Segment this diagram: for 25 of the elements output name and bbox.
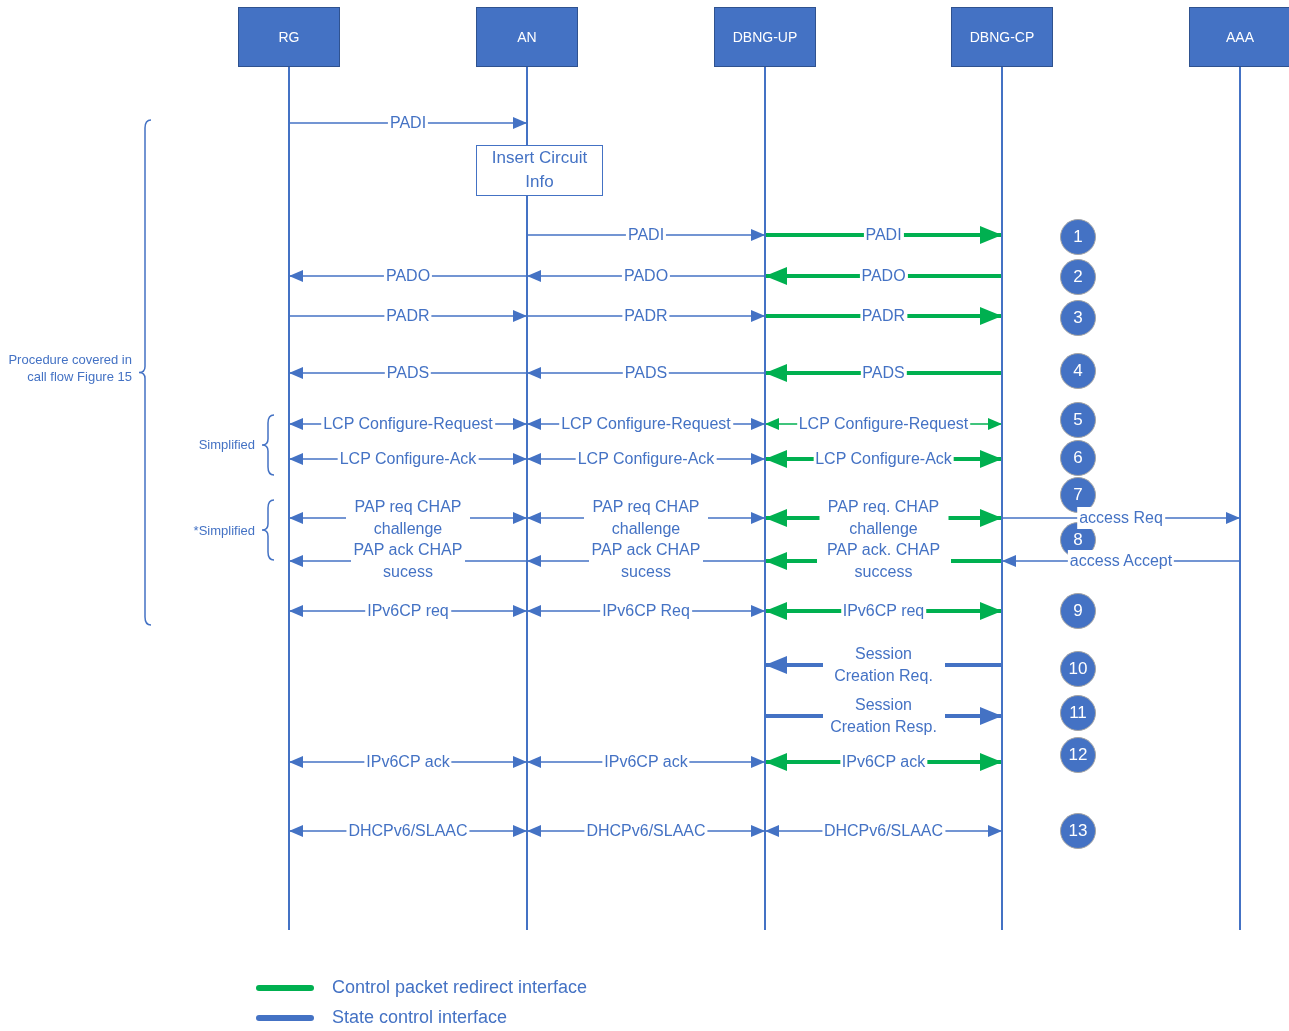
step-number: 1 [1060, 219, 1096, 255]
step-number: 11 [1060, 695, 1096, 731]
note-box: Insert Circuit Info [476, 145, 603, 196]
step-number: 2 [1060, 259, 1096, 295]
step-number: 4 [1060, 353, 1096, 389]
annotation-text: *Simplified [192, 522, 255, 539]
participant-box: DBNG-CP [951, 7, 1053, 67]
legend-text: Control packet redirect interface [332, 977, 588, 998]
edge-label: access Req [1077, 507, 1165, 529]
step-number: 5 [1060, 402, 1096, 438]
step-number: 9 [1060, 593, 1096, 629]
step-number: 7 [1060, 477, 1096, 513]
legend-text: State control interface [332, 1007, 508, 1028]
step-number: 12 [1060, 737, 1096, 773]
edge-label: access Accept [1067, 550, 1175, 572]
step-number: 13 [1060, 813, 1096, 849]
step-number: 10 [1060, 651, 1096, 687]
participant-box: AN [476, 7, 578, 67]
annotation-text: Simplified [197, 436, 255, 453]
step-number: 6 [1060, 440, 1096, 476]
participant-box: AAA [1189, 7, 1289, 67]
participant-box: DBNG-UP [714, 7, 816, 67]
participant-box: RG [238, 7, 340, 67]
annotation-text: Procedure covered in call flow Figure 15 [7, 351, 132, 385]
step-number: 3 [1060, 300, 1096, 336]
